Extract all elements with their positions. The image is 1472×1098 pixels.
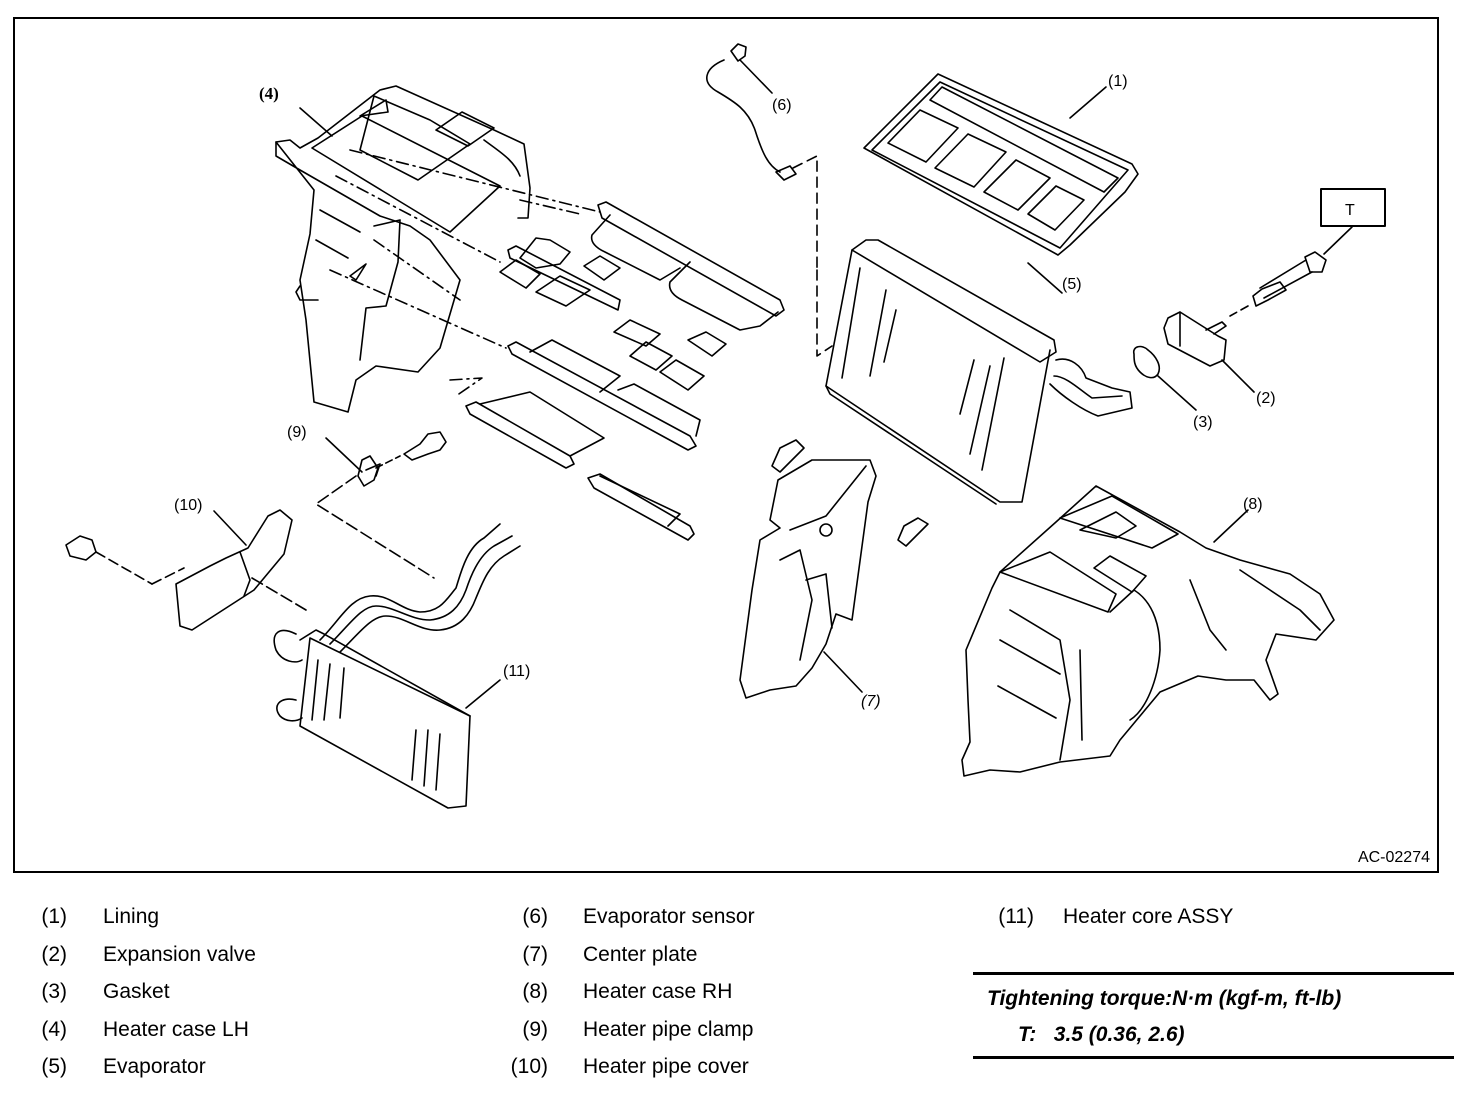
diagram-frame (13, 17, 1439, 873)
legend-number: (8) (522, 980, 548, 1003)
legend-label: Lining (103, 905, 160, 928)
legend-label: Heater case RH (583, 980, 733, 1003)
part-lining (863, 73, 1139, 256)
part-heater-pipe-cover (65, 509, 307, 631)
legend-label: Gasket (103, 980, 170, 1003)
callout-7: (7) (861, 693, 881, 710)
part-heater-core (273, 523, 521, 809)
callout-6: (6) (772, 97, 792, 114)
legend-label: Center plate (583, 942, 698, 966)
part-gasket (1132, 345, 1197, 411)
figure-id: AC-02274 (1357, 849, 1430, 866)
callout-5: (5) (1062, 276, 1082, 293)
legend-number: (3) (41, 980, 67, 1003)
legend-column-1: (1) Lining (2) Expansion valve (3) Gaske… (37, 902, 256, 1090)
legend-item: (3) Gasket (37, 977, 256, 1015)
legend-item: (9) Heater pipe clamp (508, 1015, 755, 1053)
callout-1: (1) (1108, 73, 1128, 90)
callout-11: (11) (503, 663, 530, 680)
legend-label: Heater pipe clamp (583, 1017, 754, 1041)
torque-value: T: 3.5 (0.36, 2.6) (1018, 1023, 1185, 1046)
legend-number: (5) (41, 1055, 67, 1078)
part-heater-case-rh (961, 485, 1335, 777)
legend-number: (6) (522, 905, 548, 928)
legend-number: (1) (41, 905, 67, 928)
legend-item: (8) Heater case RH (508, 977, 755, 1015)
part-center-plate (739, 439, 929, 699)
callout-9: (9) (287, 424, 307, 441)
part-damper-doors (465, 201, 785, 541)
legend-label: Heater case LH (103, 1017, 249, 1041)
legend-label: Evaporator (103, 1055, 206, 1078)
callout-8: (8) (1243, 496, 1263, 513)
legend-item: (1) Lining (37, 902, 256, 940)
legend-label: Expansion valve (103, 942, 256, 966)
legend-column-2: (6) Evaporator sensor (7) Center plate (… (508, 902, 755, 1090)
assembly-guide-lines (329, 149, 601, 397)
legend-item: (4) Heater case LH (37, 1015, 256, 1053)
legend-label: Evaporator sensor (583, 905, 755, 928)
callout-4: (4) (259, 84, 279, 103)
callout-3: (3) (1193, 414, 1213, 431)
legend-item: (5) Evaporator (37, 1052, 256, 1090)
legend-number: (7) (522, 942, 548, 966)
legend-number: (9) (522, 1017, 548, 1041)
part-bolt (1229, 188, 1386, 317)
legend-label: Heater pipe cover (583, 1055, 749, 1078)
part-expansion-valve (1163, 311, 1255, 393)
legend-item: (11) Heater core ASSY (990, 902, 1233, 940)
torque-spec: Tightening torque:N·m (kgf-m, ft-lb) T: … (973, 972, 1454, 1059)
legend-number: (4) (41, 1017, 67, 1041)
legend-item: (2) Expansion valve (37, 940, 256, 978)
part-evaporator (825, 239, 1133, 505)
torque-title: Tightening torque:N·m (kgf-m, ft-lb) (987, 987, 1342, 1010)
legend-item: (10) Heater pipe cover (508, 1052, 755, 1090)
legend-item: (7) Center plate (508, 940, 755, 978)
legend-label: Heater core ASSY (1063, 905, 1234, 928)
legend-number: (10) (510, 1055, 548, 1078)
legend-number: (2) (41, 942, 67, 966)
legend-number: (11) (998, 905, 1034, 928)
torque-callout-label: T (1345, 202, 1355, 219)
part-heater-case-lh (275, 85, 531, 413)
callout-labels: (1) (2) (3) (4) (5) (6) (7) (8) (9) (10)… (174, 73, 1355, 710)
callout-10: (10) (174, 497, 202, 514)
callout-2: (2) (1256, 390, 1276, 407)
legend-column-3: (11) Heater core ASSY (990, 902, 1233, 940)
legend-item: (6) Evaporator sensor (508, 902, 755, 940)
part-heater-pipe-clamp (315, 431, 447, 579)
part-evaporator-sensor (706, 43, 833, 357)
